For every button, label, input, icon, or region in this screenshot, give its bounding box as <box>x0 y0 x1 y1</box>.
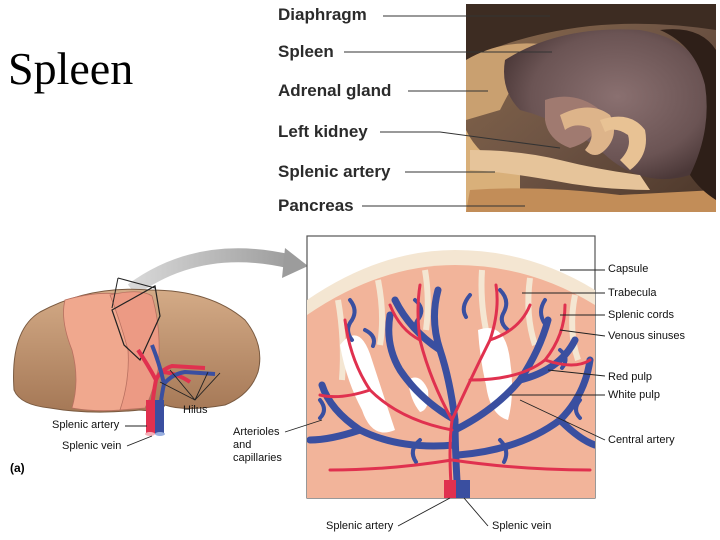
label-hilus: Hilus <box>183 404 208 416</box>
label-splenic-artery-left: Splenic artery <box>52 419 120 431</box>
label-splenic-artery-photo: Splenic artery <box>278 162 391 181</box>
label-red-pulp: Red pulp <box>608 371 653 383</box>
label-splenic-cords: Splenic cords <box>608 309 675 321</box>
label-capillaries: capillaries <box>233 452 282 464</box>
label-pancreas: Pancreas <box>278 196 354 215</box>
label-central-artery: Central artery <box>608 434 675 446</box>
label-venous-sinuses: Venous sinuses <box>608 330 686 342</box>
label-splenic-vein-bottom: Splenic vein <box>492 520 552 532</box>
label-white-pulp: White pulp <box>608 389 660 401</box>
slide-title: Spleen <box>8 43 134 94</box>
photo-leader-lines <box>344 15 561 207</box>
label-diaphragm: Diaphragm <box>278 5 367 24</box>
label-adrenal-gland: Adrenal gland <box>278 81 392 100</box>
label-arterioles-and: and <box>233 439 252 451</box>
label-splenic-artery-bottom: Splenic artery <box>326 520 394 532</box>
label-capsule: Capsule <box>608 263 649 275</box>
label-left-kidney: Left kidney <box>278 122 368 141</box>
label-arterioles: Arterioles <box>233 426 280 438</box>
zoom-arrow <box>127 248 308 296</box>
dissection-photo <box>466 4 716 212</box>
label-spleen: Spleen <box>278 42 334 61</box>
label-splenic-vein-left: Splenic vein <box>62 440 122 452</box>
label-trabecula: Trabecula <box>608 287 657 299</box>
panel-label-a: (a) <box>10 461 25 475</box>
histology-detail <box>284 235 606 527</box>
spleen-organ <box>13 277 261 447</box>
